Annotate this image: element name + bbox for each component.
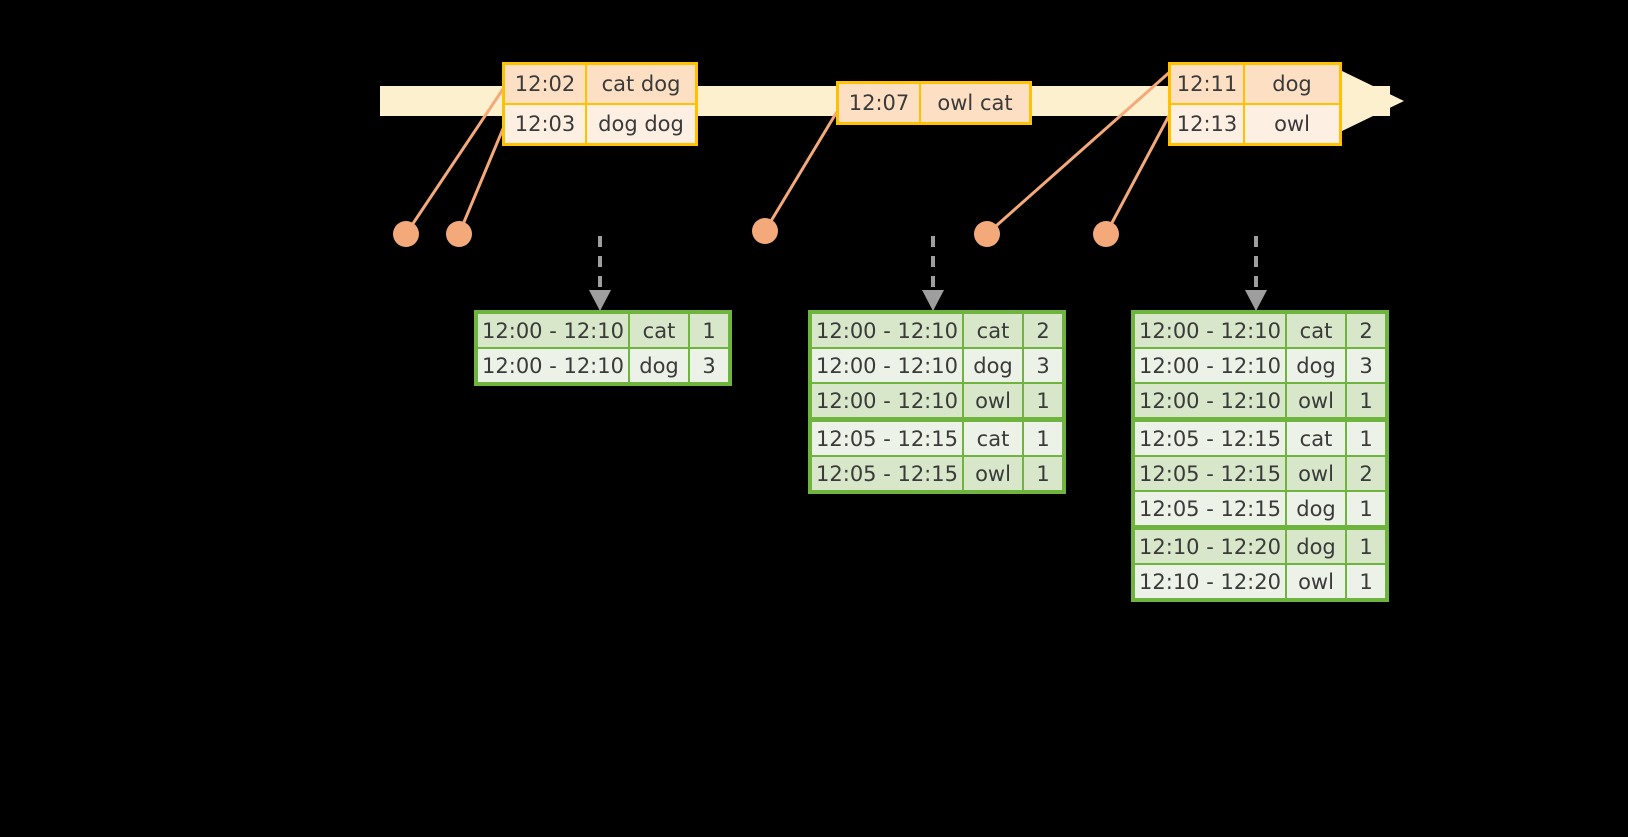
event-words: owl cat [921,84,1029,122]
window-cell: 12:00 - 12:10 [478,349,628,382]
window-cell: 12:05 - 12:15 [1135,457,1285,490]
event-row[interactable]: 12:13 owl [1171,103,1339,143]
table-row[interactable]: 12:00 - 12:10 dog 3 [812,349,1062,382]
table-row[interactable]: 12:10 - 12:20 dog 1 [1135,530,1385,563]
window-cell: 12:05 - 12:15 [812,422,962,455]
flow-arrows [589,236,1267,311]
window-cell: 12:05 - 12:15 [812,457,962,490]
event-time: 12:11 [1171,65,1245,103]
count-cell: 3 [1347,349,1385,382]
result-table-3[interactable]: 12:00 - 12:10 cat 2 12:00 - 12:10 dog 3 … [1131,310,1389,602]
event-row[interactable]: 12:03 dog dog [505,103,695,143]
table-row[interactable]: 12:00 - 12:10 cat 2 [1135,314,1385,347]
event-time: 12:07 [839,84,921,122]
result-table-1[interactable]: 12:00 - 12:10 cat 1 12:00 - 12:10 dog 3 [474,310,732,386]
result-table-2[interactable]: 12:00 - 12:10 cat 2 12:00 - 12:10 dog 3 … [808,310,1066,494]
table-row[interactable]: 12:05 - 12:15 cat 1 [812,422,1062,455]
window-cell: 12:10 - 12:20 [1135,565,1285,598]
event-group-2[interactable]: 12:07 owl cat [836,81,1032,125]
word-cell: dog [630,349,688,382]
table-row[interactable]: 12:05 - 12:15 dog 1 [1135,492,1385,525]
event-time: 12:03 [505,105,587,143]
count-cell: 1 [1024,384,1062,417]
event-dot-1 [393,221,419,247]
window-cell: 12:05 - 12:15 [1135,422,1285,455]
word-cell: dog [1287,349,1345,382]
window-cell: 12:00 - 12:10 [812,349,962,382]
word-cell: cat [964,422,1022,455]
table-row[interactable]: 12:05 - 12:15 owl 1 [812,457,1062,490]
event-row[interactable]: 12:11 dog [1171,65,1339,103]
event-dots [393,218,1119,247]
window-cell: 12:00 - 12:10 [812,314,962,347]
word-cell: cat [964,314,1022,347]
word-cell: dog [1287,530,1345,563]
count-cell: 1 [1024,422,1062,455]
event-words: dog dog [587,105,695,143]
word-cell: owl [1287,384,1345,417]
table-row[interactable]: 12:00 - 12:10 owl 1 [1135,384,1385,417]
event-dot-3 [752,218,778,244]
window-cell: 12:00 - 12:10 [478,314,628,347]
word-cell: dog [1287,492,1345,525]
event-group-3[interactable]: 12:11 dog 12:13 owl [1168,62,1342,146]
event-row[interactable]: 12:02 cat dog [505,65,695,103]
count-cell: 1 [1347,492,1385,525]
event-words: dog [1245,65,1339,103]
word-cell: cat [1287,314,1345,347]
count-cell: 2 [1024,314,1062,347]
event-dot-5 [1093,221,1119,247]
count-cell: 1 [1347,530,1385,563]
count-cell: 1 [1347,384,1385,417]
event-row[interactable]: 12:07 owl cat [839,84,1029,122]
word-cell: cat [630,314,688,347]
event-dot-4 [974,221,1000,247]
table-row[interactable]: 12:00 - 12:10 cat 1 [478,314,728,347]
event-dot-2 [446,221,472,247]
window-cell: 12:10 - 12:20 [1135,530,1285,563]
word-cell: dog [964,349,1022,382]
event-time: 12:13 [1171,105,1245,143]
table-row[interactable]: 12:10 - 12:20 owl 1 [1135,565,1385,598]
window-cell: 12:00 - 12:10 [812,384,962,417]
word-cell: cat [1287,422,1345,455]
window-cell: 12:00 - 12:10 [1135,314,1285,347]
table-row[interactable]: 12:00 - 12:10 dog 3 [478,349,728,382]
count-cell: 1 [1347,565,1385,598]
word-cell: owl [964,457,1022,490]
event-time: 12:02 [505,65,587,103]
window-cell: 12:00 - 12:10 [1135,384,1285,417]
count-cell: 1 [690,314,728,347]
count-cell: 1 [1024,457,1062,490]
event-group-1[interactable]: 12:02 cat dog 12:03 dog dog [502,62,698,146]
table-row[interactable]: 12:05 - 12:15 cat 1 [1135,422,1385,455]
word-cell: owl [1287,565,1345,598]
count-cell: 2 [1347,457,1385,490]
event-words: owl [1245,105,1339,143]
count-cell: 1 [1347,422,1385,455]
table-row[interactable]: 12:05 - 12:15 owl 2 [1135,457,1385,490]
table-row[interactable]: 12:00 - 12:10 dog 3 [1135,349,1385,382]
count-cell: 3 [1024,349,1062,382]
table-row[interactable]: 12:00 - 12:10 cat 2 [812,314,1062,347]
table-row[interactable]: 12:00 - 12:10 owl 1 [812,384,1062,417]
word-cell: owl [964,384,1022,417]
word-cell: owl [1287,457,1345,490]
window-cell: 12:00 - 12:10 [1135,349,1285,382]
count-cell: 2 [1347,314,1385,347]
window-cell: 12:05 - 12:15 [1135,492,1285,525]
count-cell: 3 [690,349,728,382]
event-words: cat dog [587,65,695,103]
